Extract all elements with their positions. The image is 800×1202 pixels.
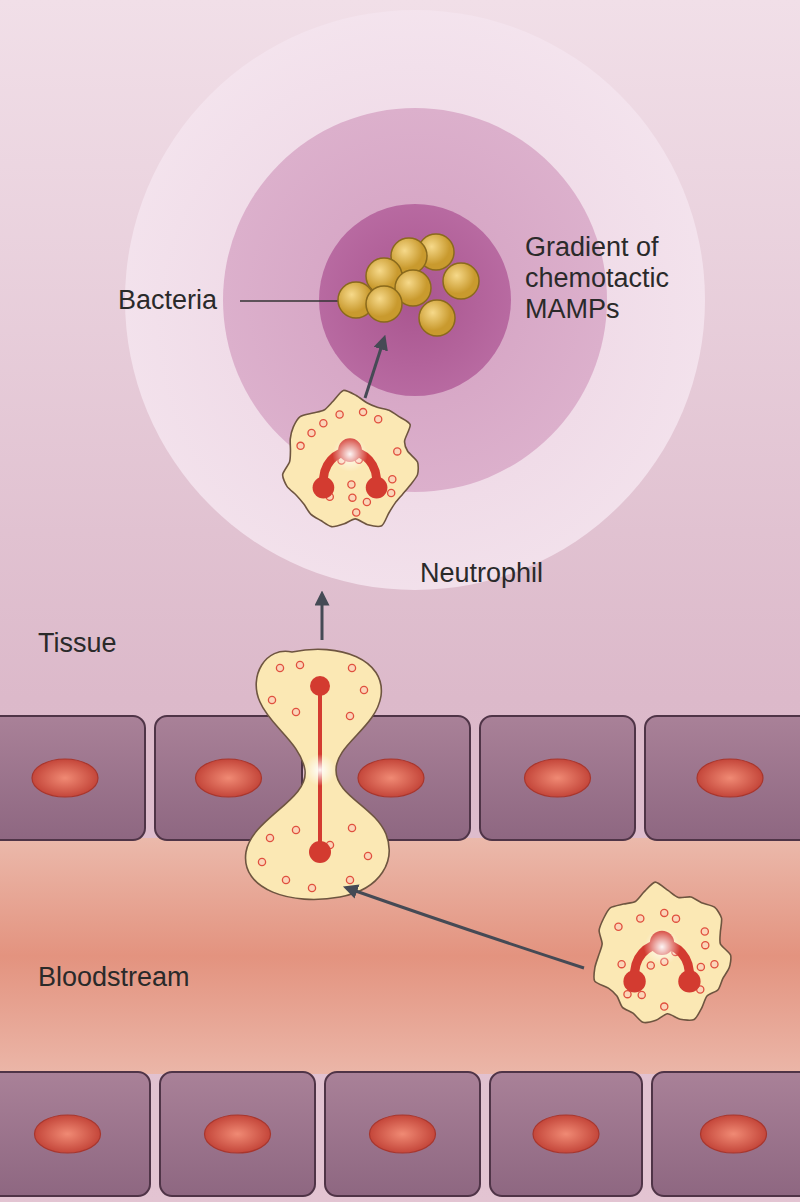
granule: [638, 991, 645, 998]
nucleus-lobe: [310, 676, 330, 696]
nucleus-lobe: [623, 970, 645, 992]
bacterium: [443, 263, 479, 299]
granule: [697, 963, 704, 970]
bacteria-label: Bacteria: [118, 285, 238, 316]
granule: [348, 824, 355, 831]
bacterium: [366, 286, 402, 322]
cell-nucleus: [32, 759, 98, 797]
granule: [618, 961, 625, 968]
granule: [389, 476, 396, 483]
cell-nucleus: [525, 759, 591, 797]
granule: [661, 1003, 668, 1010]
cell-nucleus: [533, 1115, 599, 1153]
granule: [336, 411, 343, 418]
granule: [615, 923, 622, 930]
neutrophil-cell: [594, 882, 731, 1022]
granule: [282, 876, 289, 883]
granule: [308, 429, 315, 436]
granule: [661, 909, 668, 916]
endothelial-cell: [0, 716, 145, 840]
region-label: Bloodstream: [38, 962, 190, 993]
gradient-label: Gradient of chemotactic MAMPs: [525, 232, 725, 325]
granule: [276, 664, 283, 671]
cell-label: Neutrophil: [420, 558, 580, 589]
granule: [296, 661, 303, 668]
leader-line: [240, 300, 347, 301]
granule: [388, 489, 395, 496]
cell-membrane: [283, 390, 419, 526]
nucleus-highlight: [332, 436, 367, 471]
migration-arrow: [350, 889, 584, 968]
granule: [268, 696, 275, 703]
migration-arrow: [321, 598, 324, 640]
cell-membrane: [246, 649, 390, 899]
granule: [637, 915, 644, 922]
granule: [292, 708, 299, 715]
nucleus-highlight: [304, 754, 336, 786]
nucleus-lobe: [309, 841, 331, 863]
endothelial-cell: [645, 716, 800, 840]
granule: [672, 915, 679, 922]
nucleus-lobe: [366, 477, 388, 499]
nucleus-highlight: [644, 929, 681, 966]
granule: [349, 494, 356, 501]
cell-nucleus: [196, 759, 262, 797]
node-shape: [280, 395, 580, 585]
region-label: Tissue: [38, 628, 117, 659]
granule: [353, 509, 360, 516]
cell-nucleus: [358, 759, 424, 797]
gradient-ring-inner: [319, 204, 511, 396]
endothelium-top: [0, 716, 800, 840]
granule: [701, 928, 708, 935]
granule: [258, 858, 265, 865]
endothelial-cell: [325, 1072, 480, 1196]
cell-nucleus: [370, 1115, 436, 1153]
granule: [346, 712, 353, 719]
cell-membrane: [594, 882, 731, 1022]
cell-nucleus: [697, 759, 763, 797]
bacteria-cluster: Bacteria: [115, 225, 485, 345]
granule: [647, 962, 654, 969]
migration-arrow: [365, 342, 383, 398]
granule: [624, 991, 631, 998]
cell-nucleus: [35, 1115, 101, 1153]
granule: [297, 442, 304, 449]
granule: [348, 481, 355, 488]
granule: [292, 826, 299, 833]
cell-nucleus: [205, 1115, 271, 1153]
transmigrating-neutrophil: [246, 649, 390, 899]
granule: [359, 408, 366, 415]
neutrophil-cell: [283, 390, 419, 526]
cell-nucleus: [701, 1115, 767, 1153]
endothelial-cell: [480, 716, 635, 840]
bacterium: [419, 300, 455, 336]
granule: [394, 448, 401, 455]
granule: [308, 884, 315, 891]
granule: [711, 961, 718, 968]
endothelium-bottom: [0, 1072, 800, 1196]
granule: [348, 664, 355, 671]
granule: [702, 942, 709, 949]
granule: [320, 420, 327, 427]
endothelial-cell: [490, 1072, 642, 1196]
granule: [363, 498, 370, 505]
nucleus-lobe: [313, 477, 335, 499]
endothelial-cell: [0, 1072, 150, 1196]
granule: [375, 416, 382, 423]
gradient-circle: BacteriaGradient of chemotactic MAMPs: [125, 10, 705, 590]
endothelial-cell: [652, 1072, 800, 1196]
endothelial-cell: [160, 1072, 315, 1196]
granule: [360, 686, 367, 693]
granule: [266, 834, 273, 841]
granule: [346, 876, 353, 883]
nucleus-lobe: [678, 970, 700, 992]
granule: [364, 852, 371, 859]
neutrophil-node: Neutrophil: [280, 395, 580, 585]
bloodstream-band: [0, 838, 800, 1074]
